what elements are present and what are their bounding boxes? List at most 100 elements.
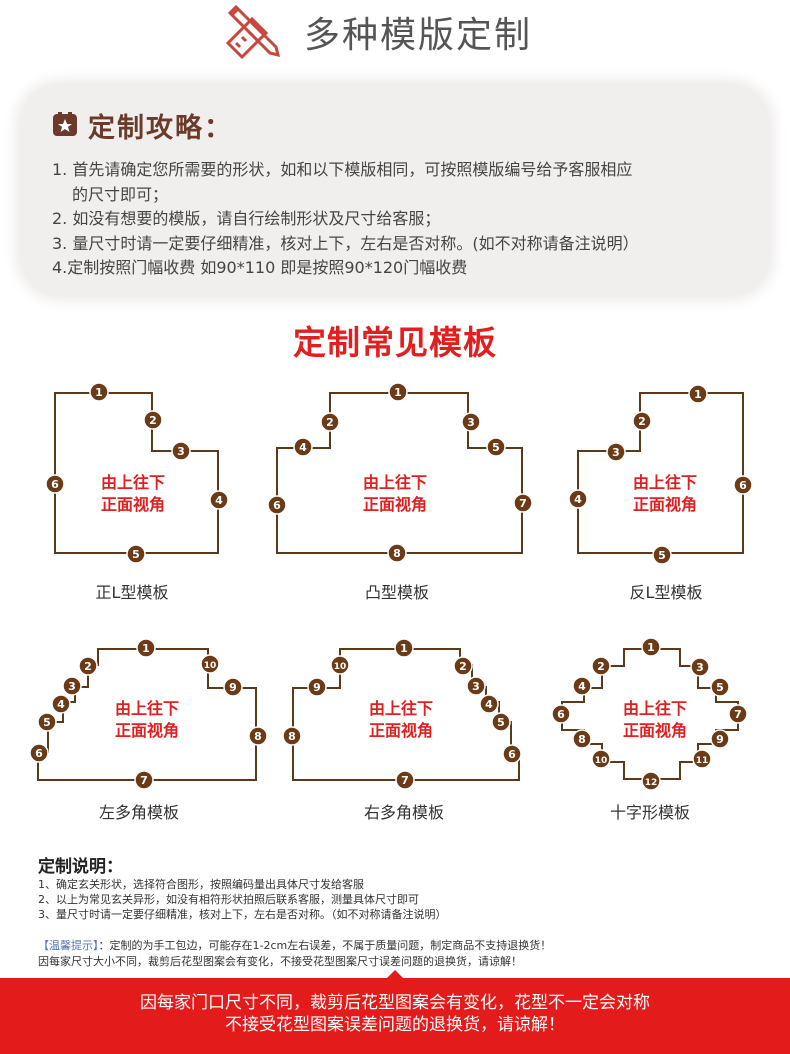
template-badge-number: 8: [578, 733, 586, 746]
template-badge-number: 6: [508, 748, 516, 761]
template-badge: [641, 771, 661, 791]
template-badge-number: 3: [696, 661, 704, 674]
template-badge-number: 10: [334, 662, 347, 672]
footer-banner: 因每家门口尺寸不同，裁剪后花型图案会有变化，花型不一定会对称 不接受花型图案误差…: [0, 970, 790, 1054]
template-badge: [136, 638, 156, 658]
template-badge: [248, 726, 268, 746]
template-badge: [710, 729, 730, 749]
template-badge: [652, 545, 672, 565]
template-badge: [688, 384, 708, 404]
template-outline-2: [577, 392, 744, 554]
template-badge: [282, 726, 302, 746]
template-badge: [62, 676, 82, 696]
footer-notch: [386, 970, 404, 979]
template-badge-number: 9: [716, 733, 724, 746]
template-badge: [453, 656, 473, 676]
section-title: 定制常见模板: [293, 323, 497, 362]
template-badge: [491, 712, 511, 732]
template-badge-number: 6: [51, 478, 59, 491]
notes-line-3: 3、量尺寸时请一定要仔细精准，核对上下，左右是否对称。（如不对称请备注说明）: [38, 908, 447, 921]
template-badge-number: 5: [658, 549, 666, 562]
template-badge: [728, 704, 748, 724]
template-badge: [320, 412, 340, 432]
template-badge: [502, 744, 522, 764]
template-badge-number: 5: [492, 441, 500, 454]
guide-item-1-cont: 的尺寸即可；: [72, 184, 169, 204]
template-badge-number: 3: [177, 445, 185, 458]
template-badge: [267, 495, 287, 515]
template-badge: [461, 412, 481, 432]
template-badge: [395, 770, 415, 790]
template-badge: [223, 677, 243, 697]
template-badge: [632, 411, 652, 431]
template-badge-number: 6: [557, 708, 565, 721]
custom-notes: 定制说明： 1、确定玄关形状，选择符合图形，按照编码量出具体尺寸发给客服 2、以…: [38, 852, 758, 922]
template-badge: [466, 676, 486, 696]
template-badge-number: 6: [273, 499, 281, 512]
template-badge-number: 2: [597, 660, 605, 673]
template-badge: [641, 637, 661, 657]
template-badge-number: 2: [638, 415, 646, 428]
template-badge-number: 1: [400, 642, 408, 655]
template-badge: [513, 493, 533, 513]
template-label-3: 左多角模板: [98, 803, 179, 822]
template-badge: [29, 743, 49, 763]
template-badge-number: 11: [696, 756, 709, 766]
guide-item-4: 4.定制按照门幅收费 如90*110 即是按照90*120门幅收费: [52, 258, 468, 277]
template-center-text: 正面视角: [101, 495, 165, 514]
template-badge: [37, 712, 57, 732]
template-center-text: 由上往下: [363, 473, 427, 492]
template-badge-number: 4: [485, 698, 493, 711]
template-center-text: 由上往下: [633, 473, 697, 492]
template-badge-number: 4: [215, 494, 223, 507]
template-badge: [572, 729, 592, 749]
template-badge-number: 12: [645, 778, 658, 788]
template-badge-number: 2: [326, 416, 334, 429]
template-badge-number: 10: [204, 661, 217, 671]
notes-title: 定制说明：: [38, 857, 123, 877]
template-badge-number: 1: [694, 388, 702, 401]
template-badge: [551, 704, 571, 724]
template-badge-number: 2: [459, 660, 467, 673]
template-badge-number: 4: [578, 680, 586, 693]
template-badge: [591, 749, 611, 769]
template-badge-number: 5: [43, 716, 51, 729]
template-badge: [78, 656, 98, 676]
template-badge: [51, 694, 71, 714]
template-center-text: 由上往下: [101, 473, 165, 492]
template-badge-number: 5: [497, 716, 505, 729]
template-badge: [45, 474, 65, 494]
template-badge: [134, 770, 154, 790]
template-badge: [143, 410, 163, 430]
ruler-pencil-icon: [225, 4, 281, 59]
template-badge: [710, 677, 730, 697]
template-label-1: 凸型模板: [364, 583, 429, 602]
template-badge: [606, 442, 626, 462]
template-badge: [388, 382, 408, 402]
template-badge: [692, 749, 712, 769]
template-label-2: 反L型模板: [629, 583, 703, 602]
template-badge-number: 8: [288, 730, 296, 743]
template-badge-number: 5: [716, 681, 724, 694]
template-badge: [690, 657, 710, 677]
template-center-text: 由上往下: [623, 699, 687, 718]
template-badge-number: 3: [467, 416, 475, 429]
template-badge-number: 4: [574, 493, 582, 506]
footer-line-1: 因每家门口尺寸不同，裁剪后花型图案会有变化，花型不一定会对称: [140, 993, 650, 1013]
template-badge-number: 1: [394, 386, 402, 399]
template-badge-number: 1: [647, 641, 655, 654]
header: 多种模版定制: [0, 0, 790, 62]
template-badge: [733, 475, 753, 495]
template-badge-number: 2: [84, 660, 92, 673]
template-badge-number: 7: [140, 774, 148, 787]
template-badge-number: 5: [132, 548, 140, 561]
template-center-text: 由上往下: [115, 699, 179, 718]
tips-line-2: 因每家尺寸大小不同，裁剪后花型图案会有变化，不接受花型图案尺寸误差问题的退换货，…: [38, 955, 522, 968]
footer-line-2: 不接受花型图案误差问题的退换货，请谅解！: [225, 1015, 565, 1035]
template-badge: [591, 656, 611, 676]
tips-block: 【温馨提示】：定制的为手工包边，可能存在1-2cm左右误差，不属于质量问题，制定…: [38, 938, 758, 970]
template-badge: [293, 437, 313, 457]
template-center-text: 由上往下: [369, 699, 433, 718]
template-badge: [330, 655, 350, 675]
template-center-text: 正面视角: [633, 495, 697, 514]
